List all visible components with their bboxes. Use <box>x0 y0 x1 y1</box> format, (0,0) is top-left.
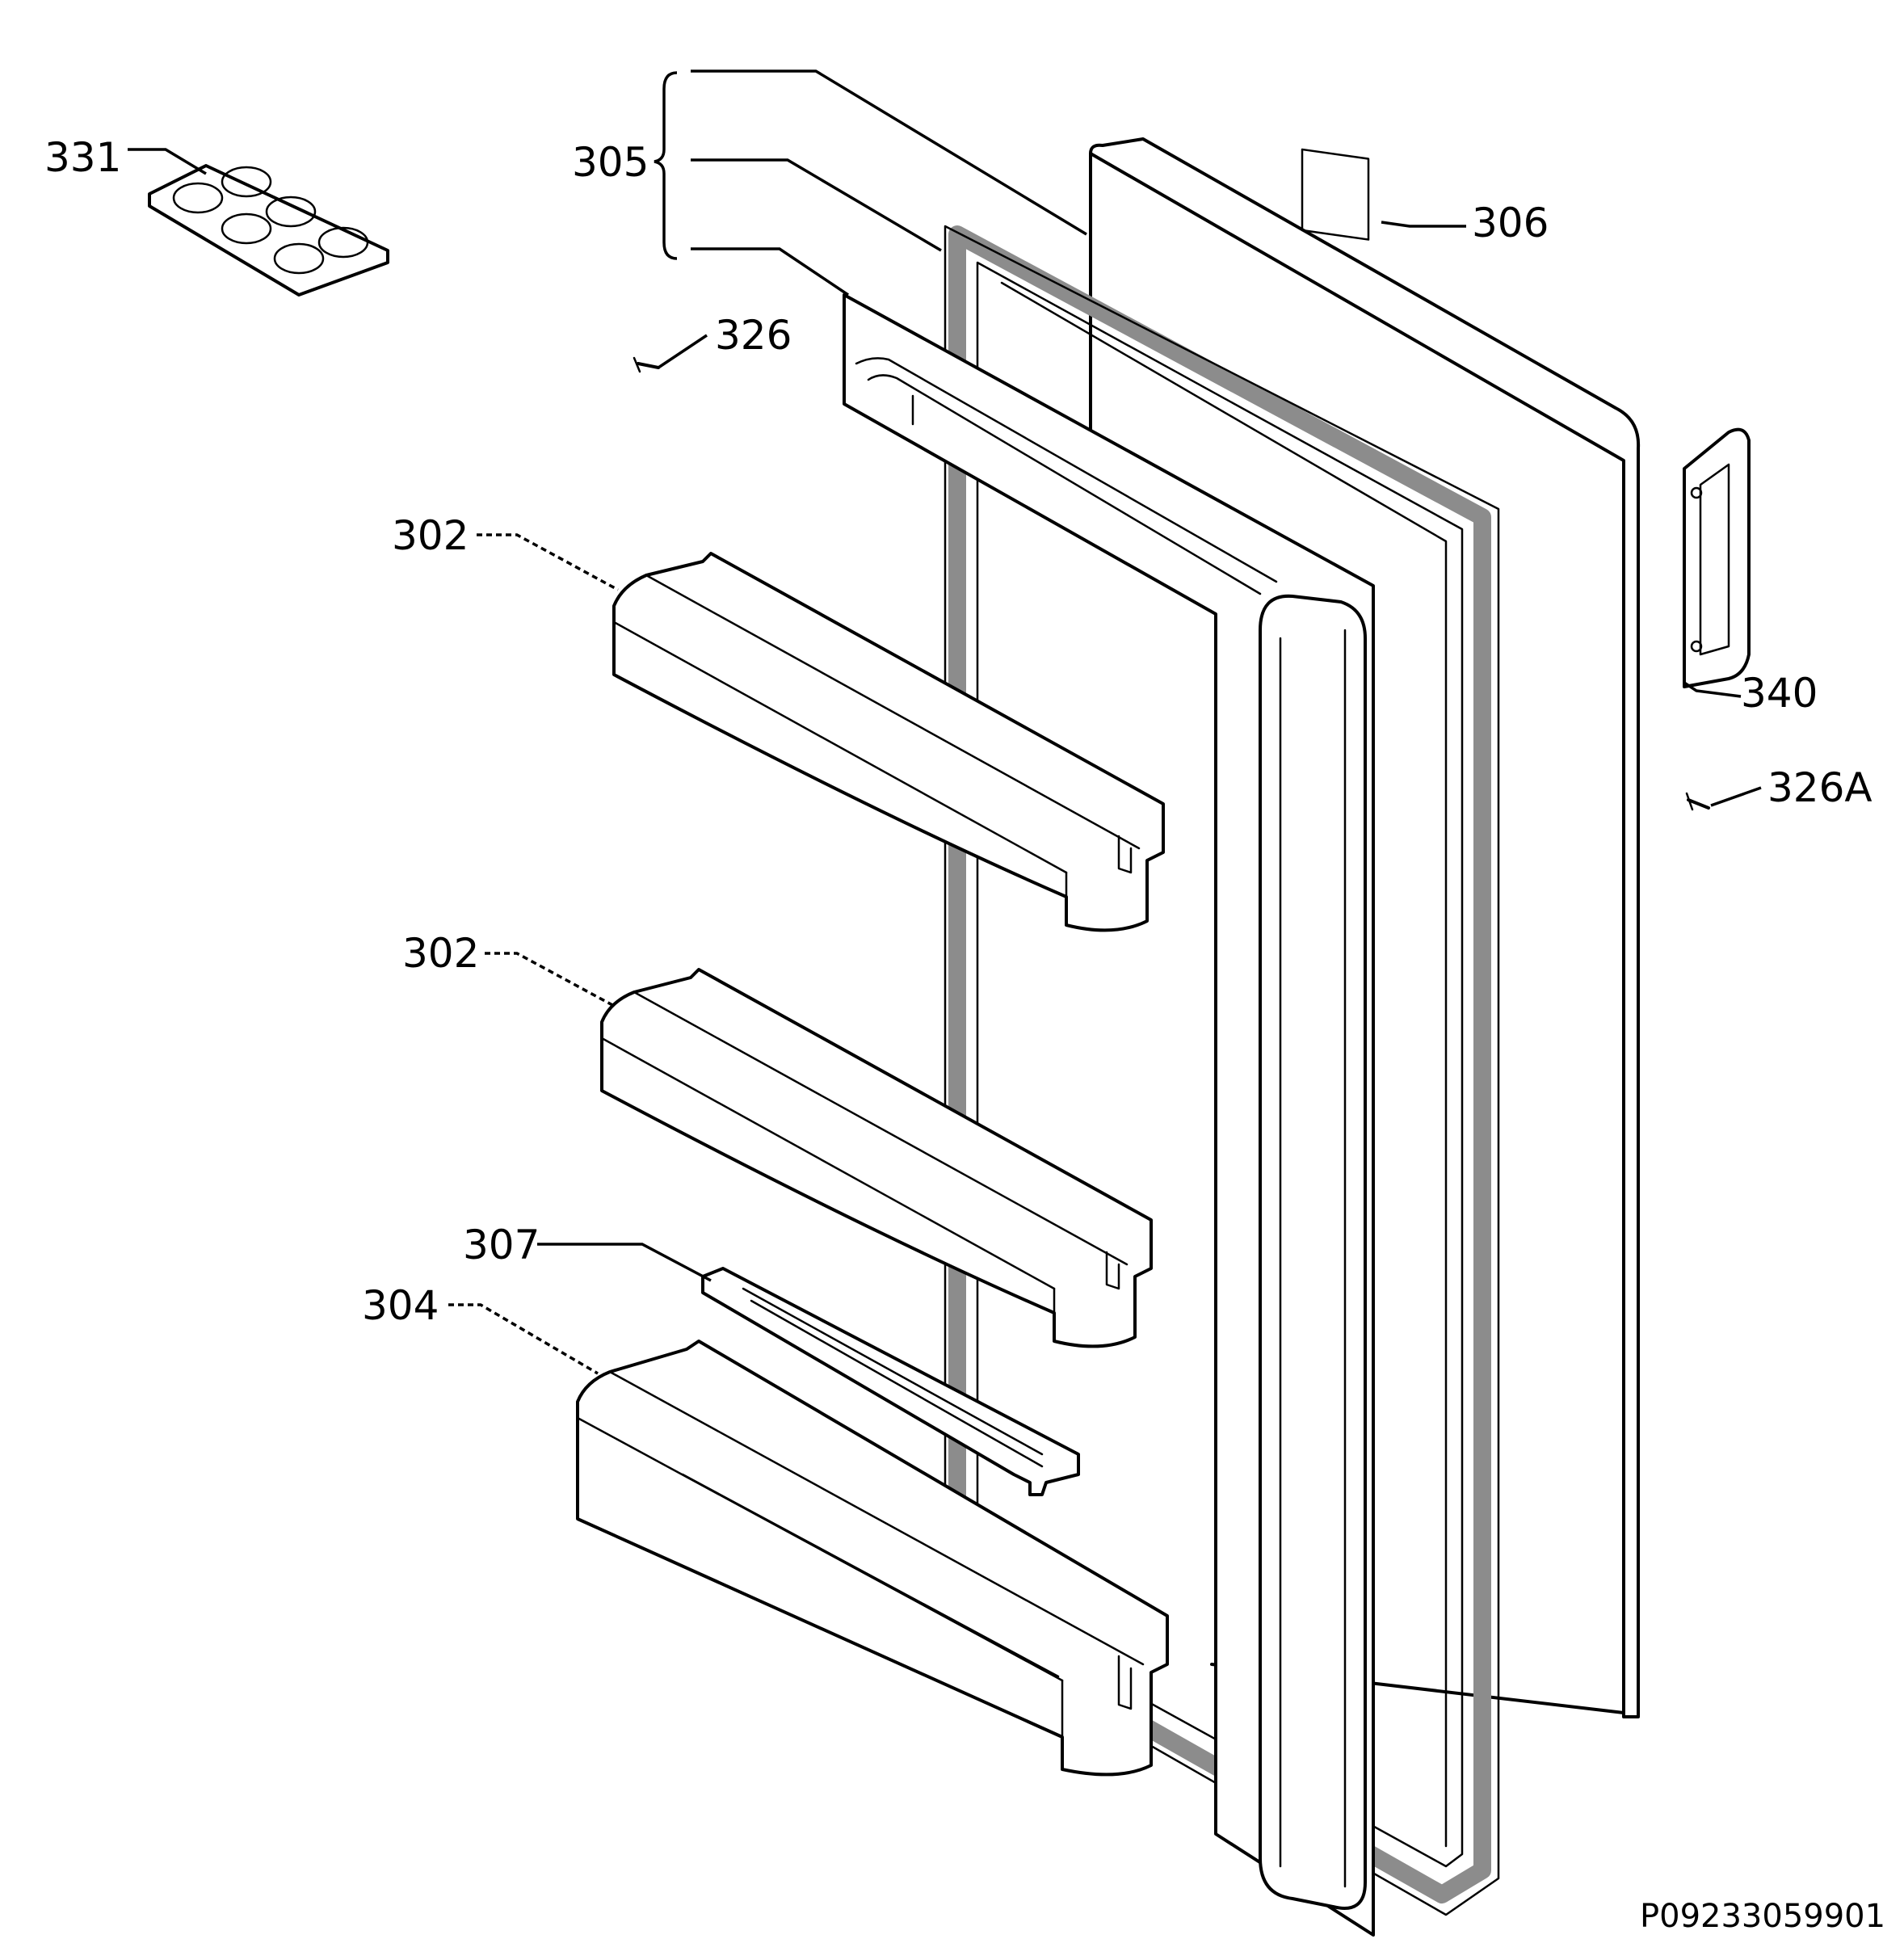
leader-326 <box>658 334 708 369</box>
egg-tray <box>148 164 389 297</box>
label-305: 305 <box>572 139 649 186</box>
label-302-middle: 302 <box>402 930 479 977</box>
label-304: 304 <box>362 1282 439 1329</box>
label-340: 340 <box>1741 670 1818 717</box>
screw-326a <box>1685 792 1710 811</box>
bottle-retainer <box>701 1267 1080 1496</box>
label-306: 306 <box>1472 200 1549 246</box>
label-302-upper: 302 <box>392 512 469 559</box>
leader-302a <box>477 533 619 591</box>
screw-326 <box>633 356 660 373</box>
leader-326a <box>1710 786 1762 807</box>
leader-331 <box>128 148 207 175</box>
leader-307 <box>537 1243 712 1282</box>
label-331: 331 <box>44 134 121 181</box>
drawing-code: P09233059901 <box>1640 1898 1885 1935</box>
leader-304 <box>448 1303 599 1375</box>
assembly-305-brace <box>654 69 1087 297</box>
door-bin-upper <box>612 552 1165 932</box>
door-bin-middle <box>600 968 1153 1348</box>
leader-306 <box>1381 221 1466 228</box>
leader-340 <box>1683 681 1742 698</box>
door-bin-bottom <box>576 1340 1169 1777</box>
door-handle <box>1683 427 1751 688</box>
leader-302b <box>485 952 615 1007</box>
label-307: 307 <box>463 1222 540 1268</box>
rating-label <box>1301 148 1370 241</box>
label-326a: 326A <box>1767 764 1872 811</box>
inner-door-liner <box>843 293 1375 1937</box>
label-326: 326 <box>715 312 792 359</box>
